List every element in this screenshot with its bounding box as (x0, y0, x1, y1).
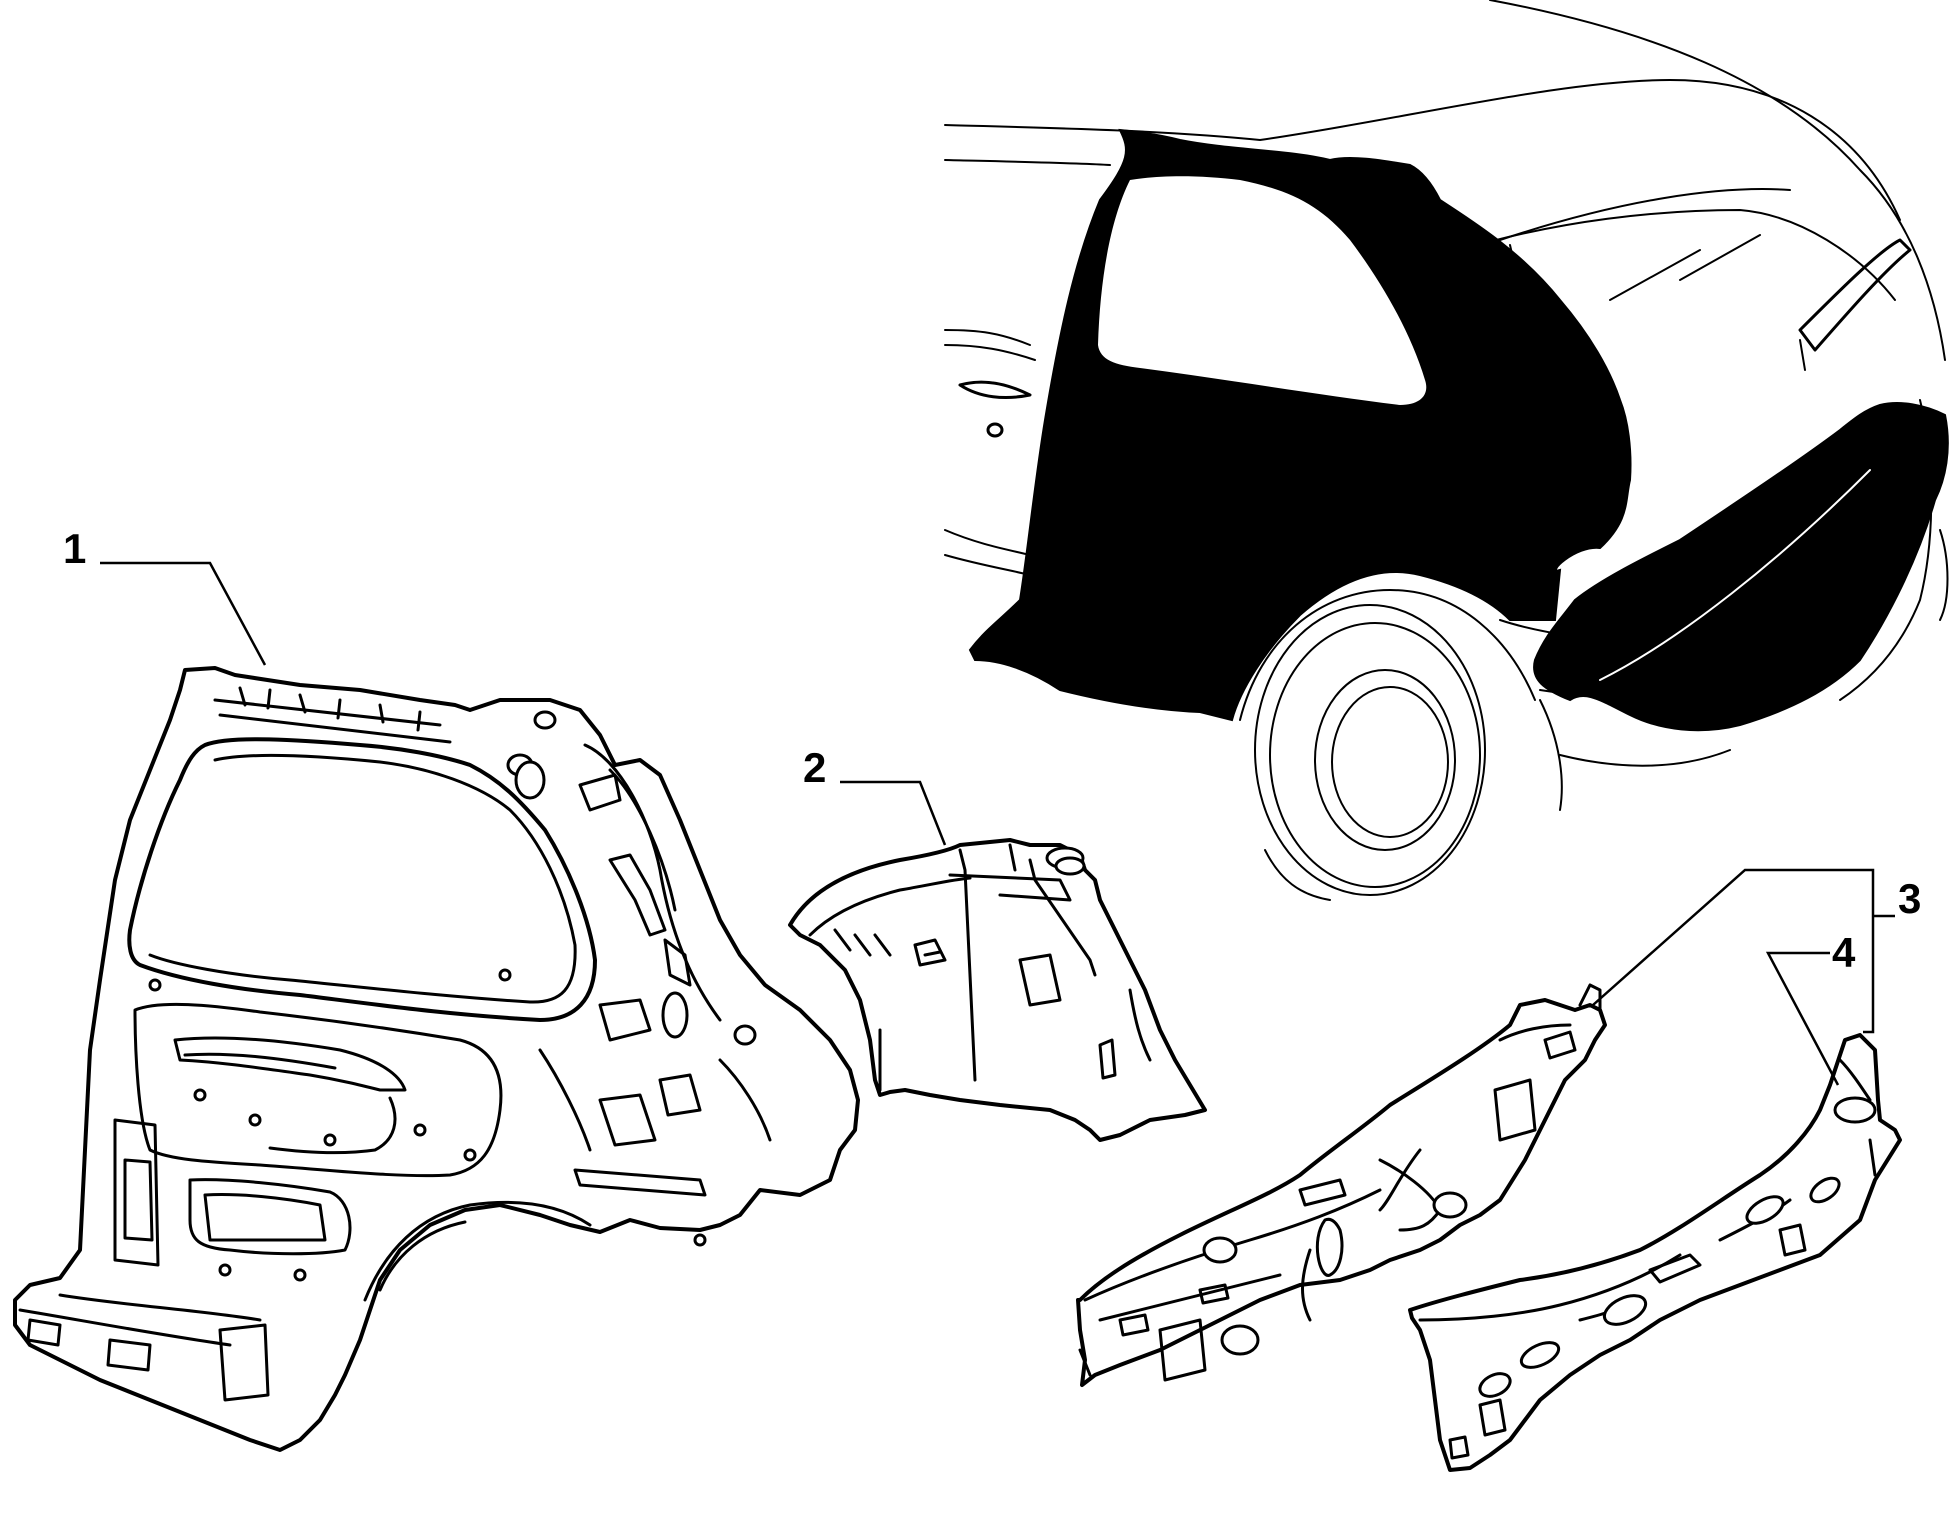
part-1-side-panel (13, 666, 860, 1452)
part-3-rear-panel-inner (1076, 983, 1607, 1387)
leader-line-4 (1765, 951, 1840, 1086)
callout-2: 2 (803, 744, 947, 846)
callout-label-1: 1 (63, 525, 86, 572)
highlighted-rear-panel (1533, 402, 1949, 732)
callout-1: 1 (63, 525, 267, 666)
part-2-wheelhouse (788, 838, 1207, 1142)
callout-label-2: 2 (803, 744, 826, 791)
callout-label-4: 4 (1832, 929, 1856, 976)
car-rear-view (944, 0, 1949, 901)
callout-label-3: 3 (1898, 875, 1921, 922)
callout-3: 3 (1592, 868, 1921, 1034)
leader-line-2 (840, 780, 947, 846)
leader-line-1 (100, 561, 267, 666)
leader-line-3 (1592, 868, 1875, 1034)
callout-4: 4 (1765, 929, 1856, 1086)
part-4-lower-rear-panel (1408, 1033, 1902, 1472)
